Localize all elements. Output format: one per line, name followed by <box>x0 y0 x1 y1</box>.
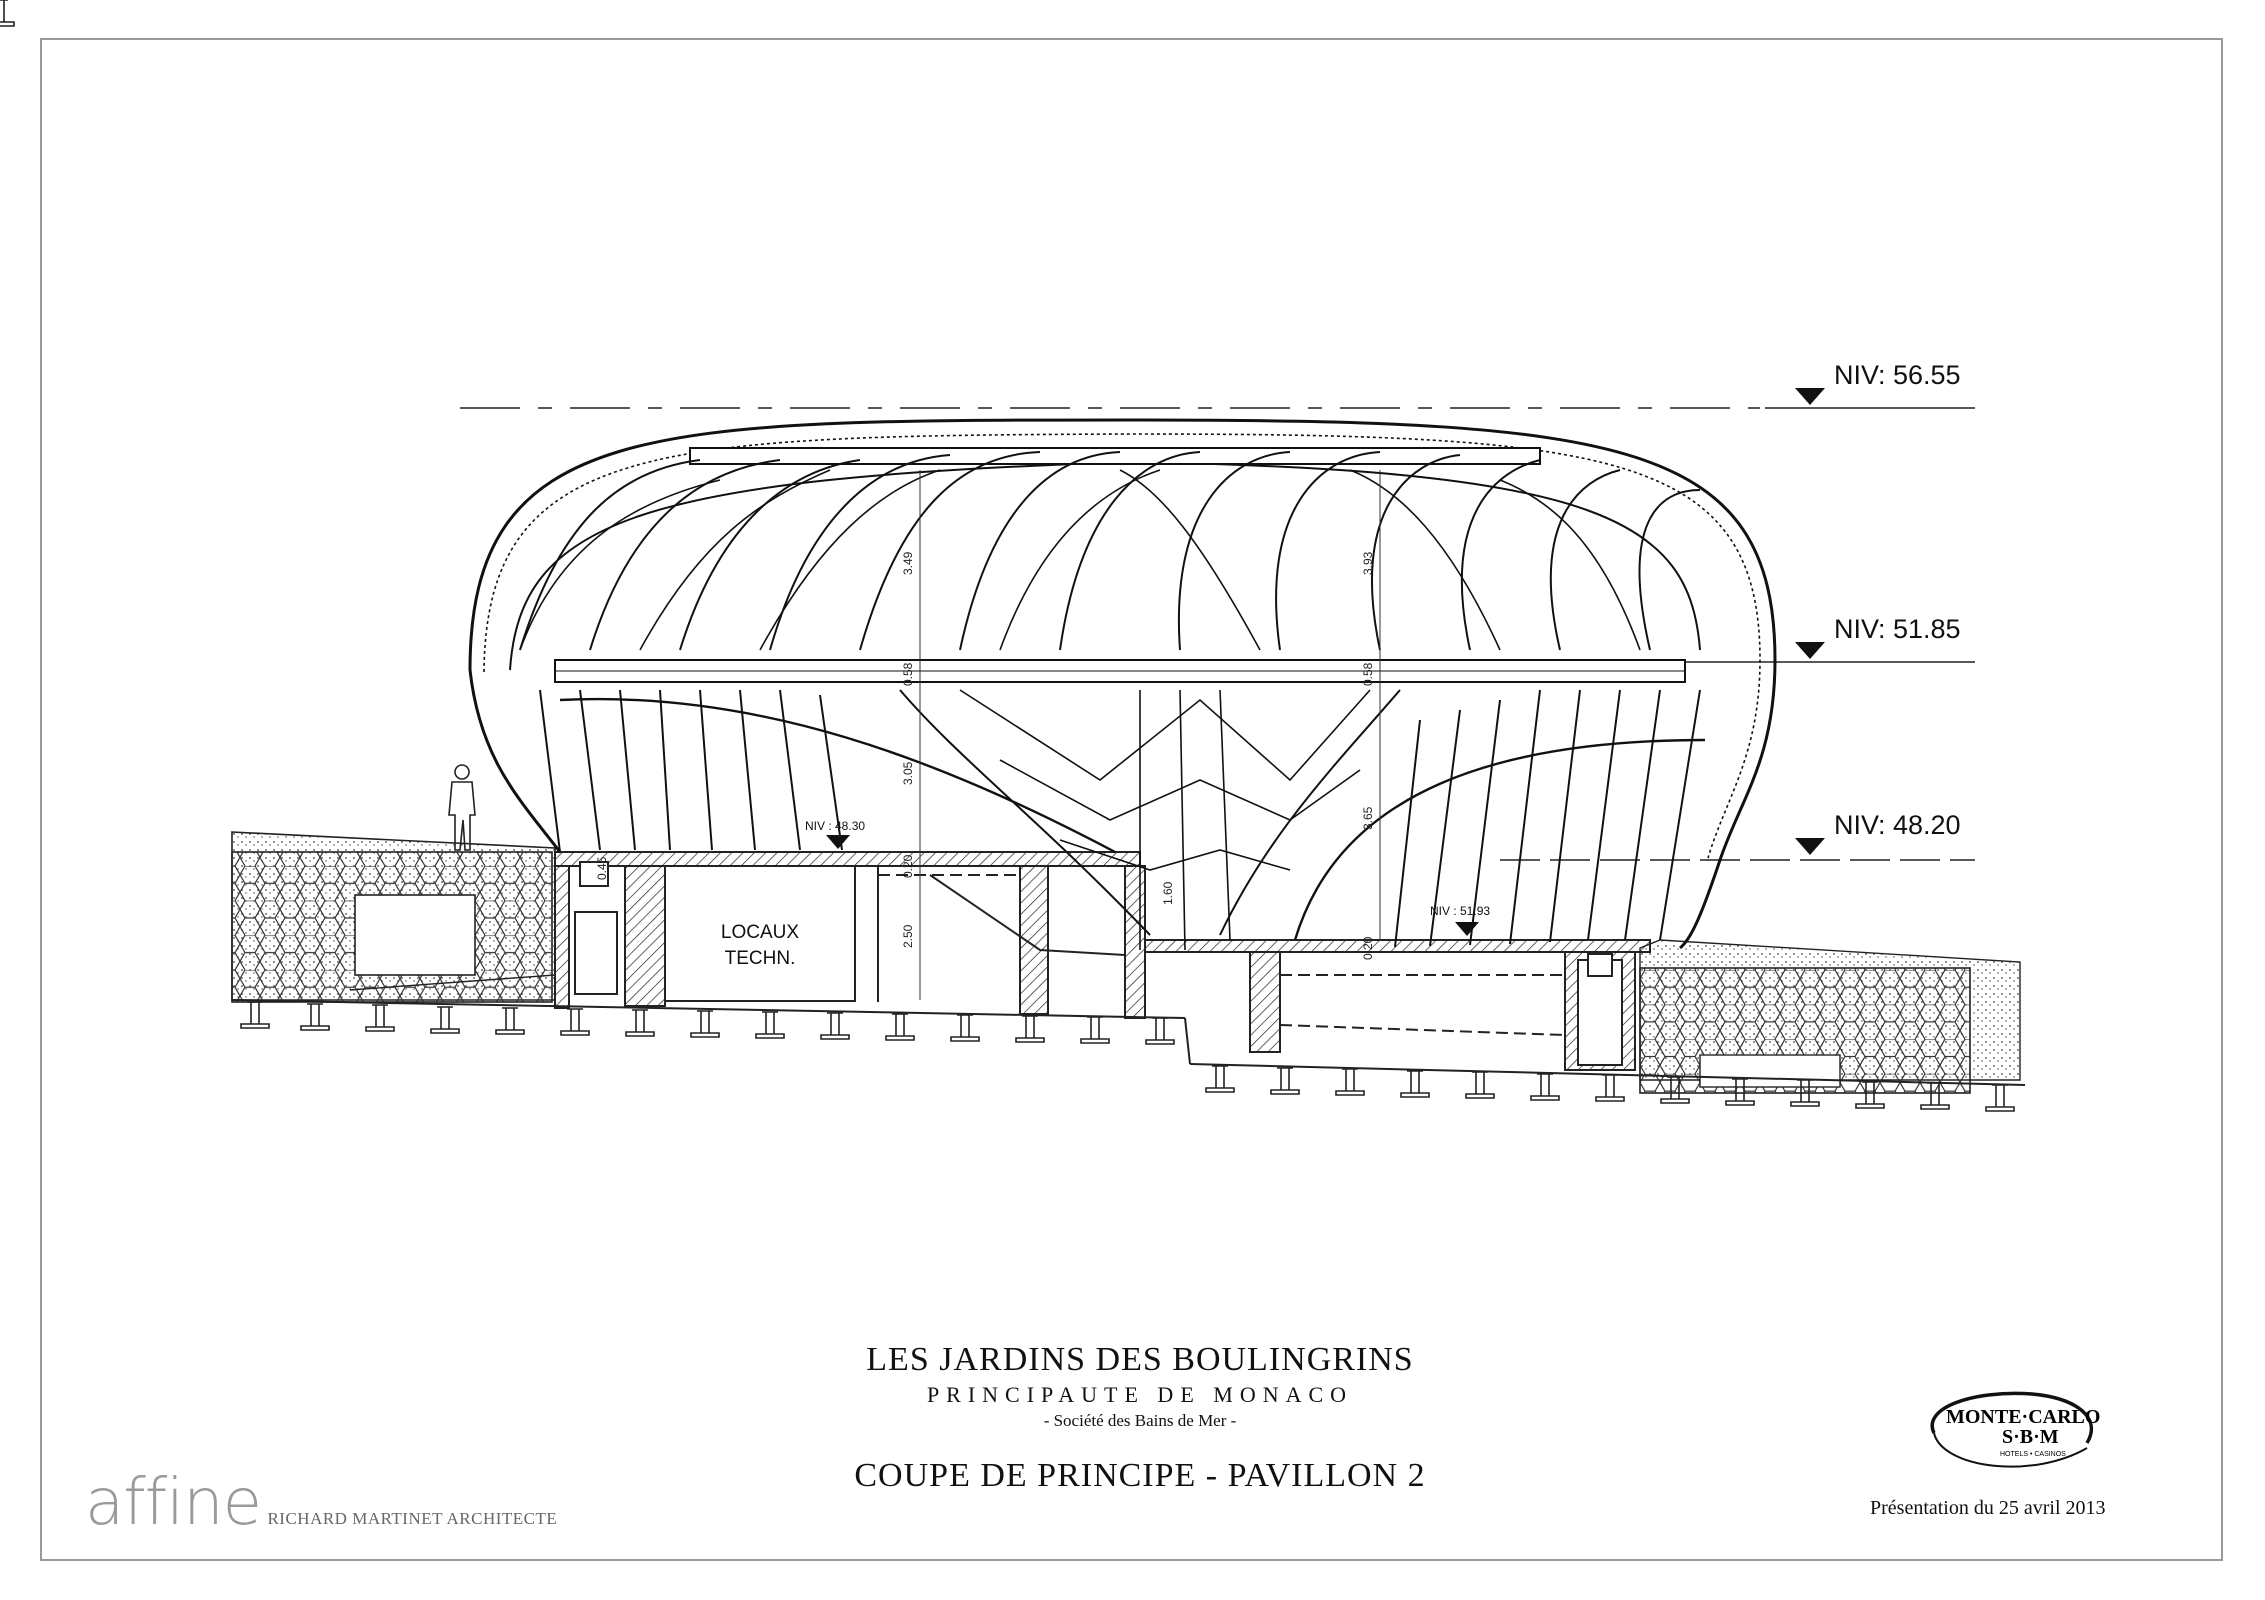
dim-label-10: 0.20 <box>1361 936 1375 960</box>
room-label-line2: TECHN. <box>725 948 796 969</box>
pavilion-shell <box>468 418 1777 951</box>
dim-label-9: 1.60 <box>1161 881 1175 905</box>
level-marker-2: NIV: 51.85 <box>1795 614 1961 659</box>
inner-level-label-2: NIV : 51.93 <box>1430 904 1490 918</box>
project-title: LES JARDINS DES BOULINGRINS <box>866 1341 1414 1378</box>
dimension-lines <box>919 470 1381 1000</box>
drawing-title: COUPE DE PRINCIPE - PAVILLON 2 <box>854 1457 1426 1494</box>
dim-label-4: 0.58 <box>1361 662 1375 686</box>
presentation-date: Présentation du 25 avril 2013 <box>1870 1497 2106 1519</box>
dim-label-5: 3.05 <box>901 761 915 785</box>
inner-level-2: NIV : 51.93 <box>1430 904 1490 936</box>
architect-signature: affine RICHARD MARTINET ARCHITECTE <box>85 1466 557 1540</box>
level-label-2: NIV: 51.85 <box>1834 614 1961 644</box>
person-silhouette <box>448 764 476 851</box>
dim-label-8: 0.20 <box>901 854 915 878</box>
level-marker-1: NIV: 56.55 <box>1795 360 1961 405</box>
sbm-logo: MONTE·CARLO S·B·M HOTELS • CASINOS <box>1930 1391 2100 1468</box>
dim-label-3: 0.58 <box>901 662 915 686</box>
level-label-1: NIV: 56.55 <box>1834 360 1961 390</box>
project-client: - Société des Bains de Mer - <box>1043 1411 1237 1430</box>
logo-line3: HOTELS • CASINOS <box>2000 1451 2066 1458</box>
inner-level-1: NIV : 48.30 <box>805 819 865 849</box>
architect-name: RICHARD MARTINET ARCHITECTE <box>267 1509 558 1528</box>
title-block: LES JARDINS DES BOULINGRINS PRINCIPAUTE … <box>700 1340 1580 1530</box>
level-label-3: NIV: 48.20 <box>1834 810 1961 840</box>
dim-label-11: 0.45 <box>595 856 609 880</box>
inner-level-label-1: NIV : 48.30 <box>805 819 865 833</box>
project-location: PRINCIPAUTE DE MONACO <box>926 1382 1354 1407</box>
dim-label-2: 3.93 <box>1361 551 1375 575</box>
dim-label-7: 2.50 <box>901 924 915 948</box>
logo-line1: MONTE·CARLO <box>1946 1406 2100 1428</box>
ground <box>231 831 2026 1094</box>
level-marker-3: NIV: 48.20 <box>1795 810 1961 855</box>
architect-brand: affine <box>85 1466 262 1540</box>
logo-line2: S·B·M <box>2002 1426 2059 1448</box>
drawing-frame <box>40 38 2223 1561</box>
dimension-labels: 3.49 3.93 0.58 0.58 3.05 3.65 2.50 0.20 … <box>595 551 1375 960</box>
dim-label-6: 3.65 <box>1361 806 1375 830</box>
basement-structure <box>349 851 1651 1071</box>
room-label-line1: LOCAUX <box>721 922 799 943</box>
dim-label-1: 3.49 <box>901 551 915 575</box>
